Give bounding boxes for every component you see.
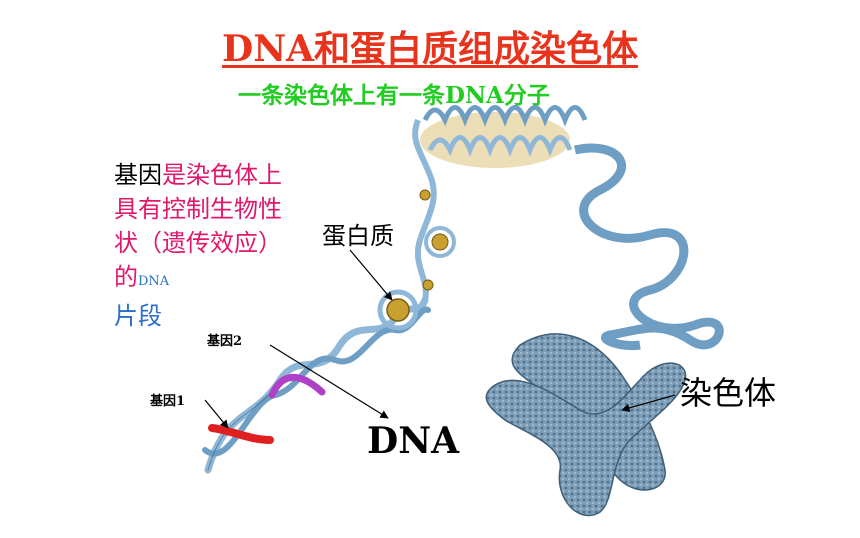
dna-arrow <box>269 344 389 419</box>
gene2-segment <box>268 373 326 399</box>
gene-definition-dna: DNA <box>138 274 170 289</box>
gene-definition-segment: 片段 <box>114 302 162 330</box>
gene-definition: 基因是染色体上具有控制生物性状（遗传效应）的DNA 片段 <box>114 158 289 333</box>
dna-label: DNA <box>367 420 460 462</box>
supercoil-loops <box>574 143 724 351</box>
gene1-label: 基因1 <box>150 394 186 409</box>
nucleosome-cluster <box>419 189 456 291</box>
gene-term: 基因 <box>114 161 162 189</box>
diagram-subtitle: 一条染色体上有一条DNA分子 <box>238 82 550 109</box>
diagram-title: DNA和蛋白质组成染色体 <box>222 28 639 70</box>
protein-arrow <box>349 249 393 301</box>
chromosome-label: 染色体 <box>680 374 777 412</box>
gene-definition-text: 是染色体上具有控制生物性状（遗传效应）的 <box>114 161 282 291</box>
gene1-segment <box>208 424 274 444</box>
solenoid-coil <box>420 105 588 168</box>
chromosome-x <box>485 333 687 517</box>
chromosome-arrow <box>621 394 676 412</box>
gene2-label: 基因2 <box>207 334 243 349</box>
protein-label: 蛋白质 <box>322 222 394 250</box>
nucleosome <box>377 289 419 331</box>
gene1-arrow <box>204 399 229 429</box>
chromatin-fiber <box>412 118 437 301</box>
